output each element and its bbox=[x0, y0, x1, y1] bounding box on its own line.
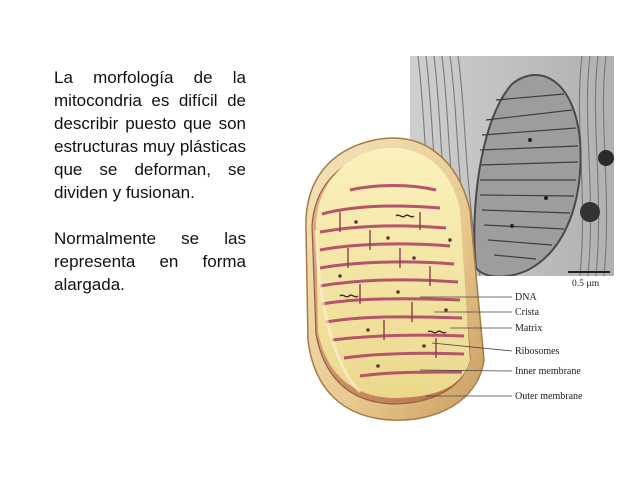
dna-strands bbox=[339, 214, 447, 334]
label-inner-membrane: Inner membrane bbox=[515, 366, 581, 377]
cristae bbox=[319, 184, 465, 378]
scale-bar-label: 0.5 µm bbox=[572, 279, 600, 289]
label-outer-membrane: Outer membrane bbox=[515, 391, 583, 402]
paragraph-morphology: La morfología de la mitocondria es difíc… bbox=[54, 68, 246, 202]
leader-lines bbox=[419, 296, 513, 397]
label-ribosomes: Ribosomes bbox=[515, 346, 560, 357]
slide-body-text: La morfología de la mitocondria es difíc… bbox=[54, 66, 246, 296]
label-dna: DNA bbox=[515, 292, 537, 303]
label-crista: Crista bbox=[515, 307, 539, 318]
mitochondrion-illustration bbox=[305, 137, 485, 421]
paragraph-representation: Normalmente se las representa en forma a… bbox=[54, 229, 246, 294]
label-matrix: Matrix bbox=[515, 323, 542, 334]
